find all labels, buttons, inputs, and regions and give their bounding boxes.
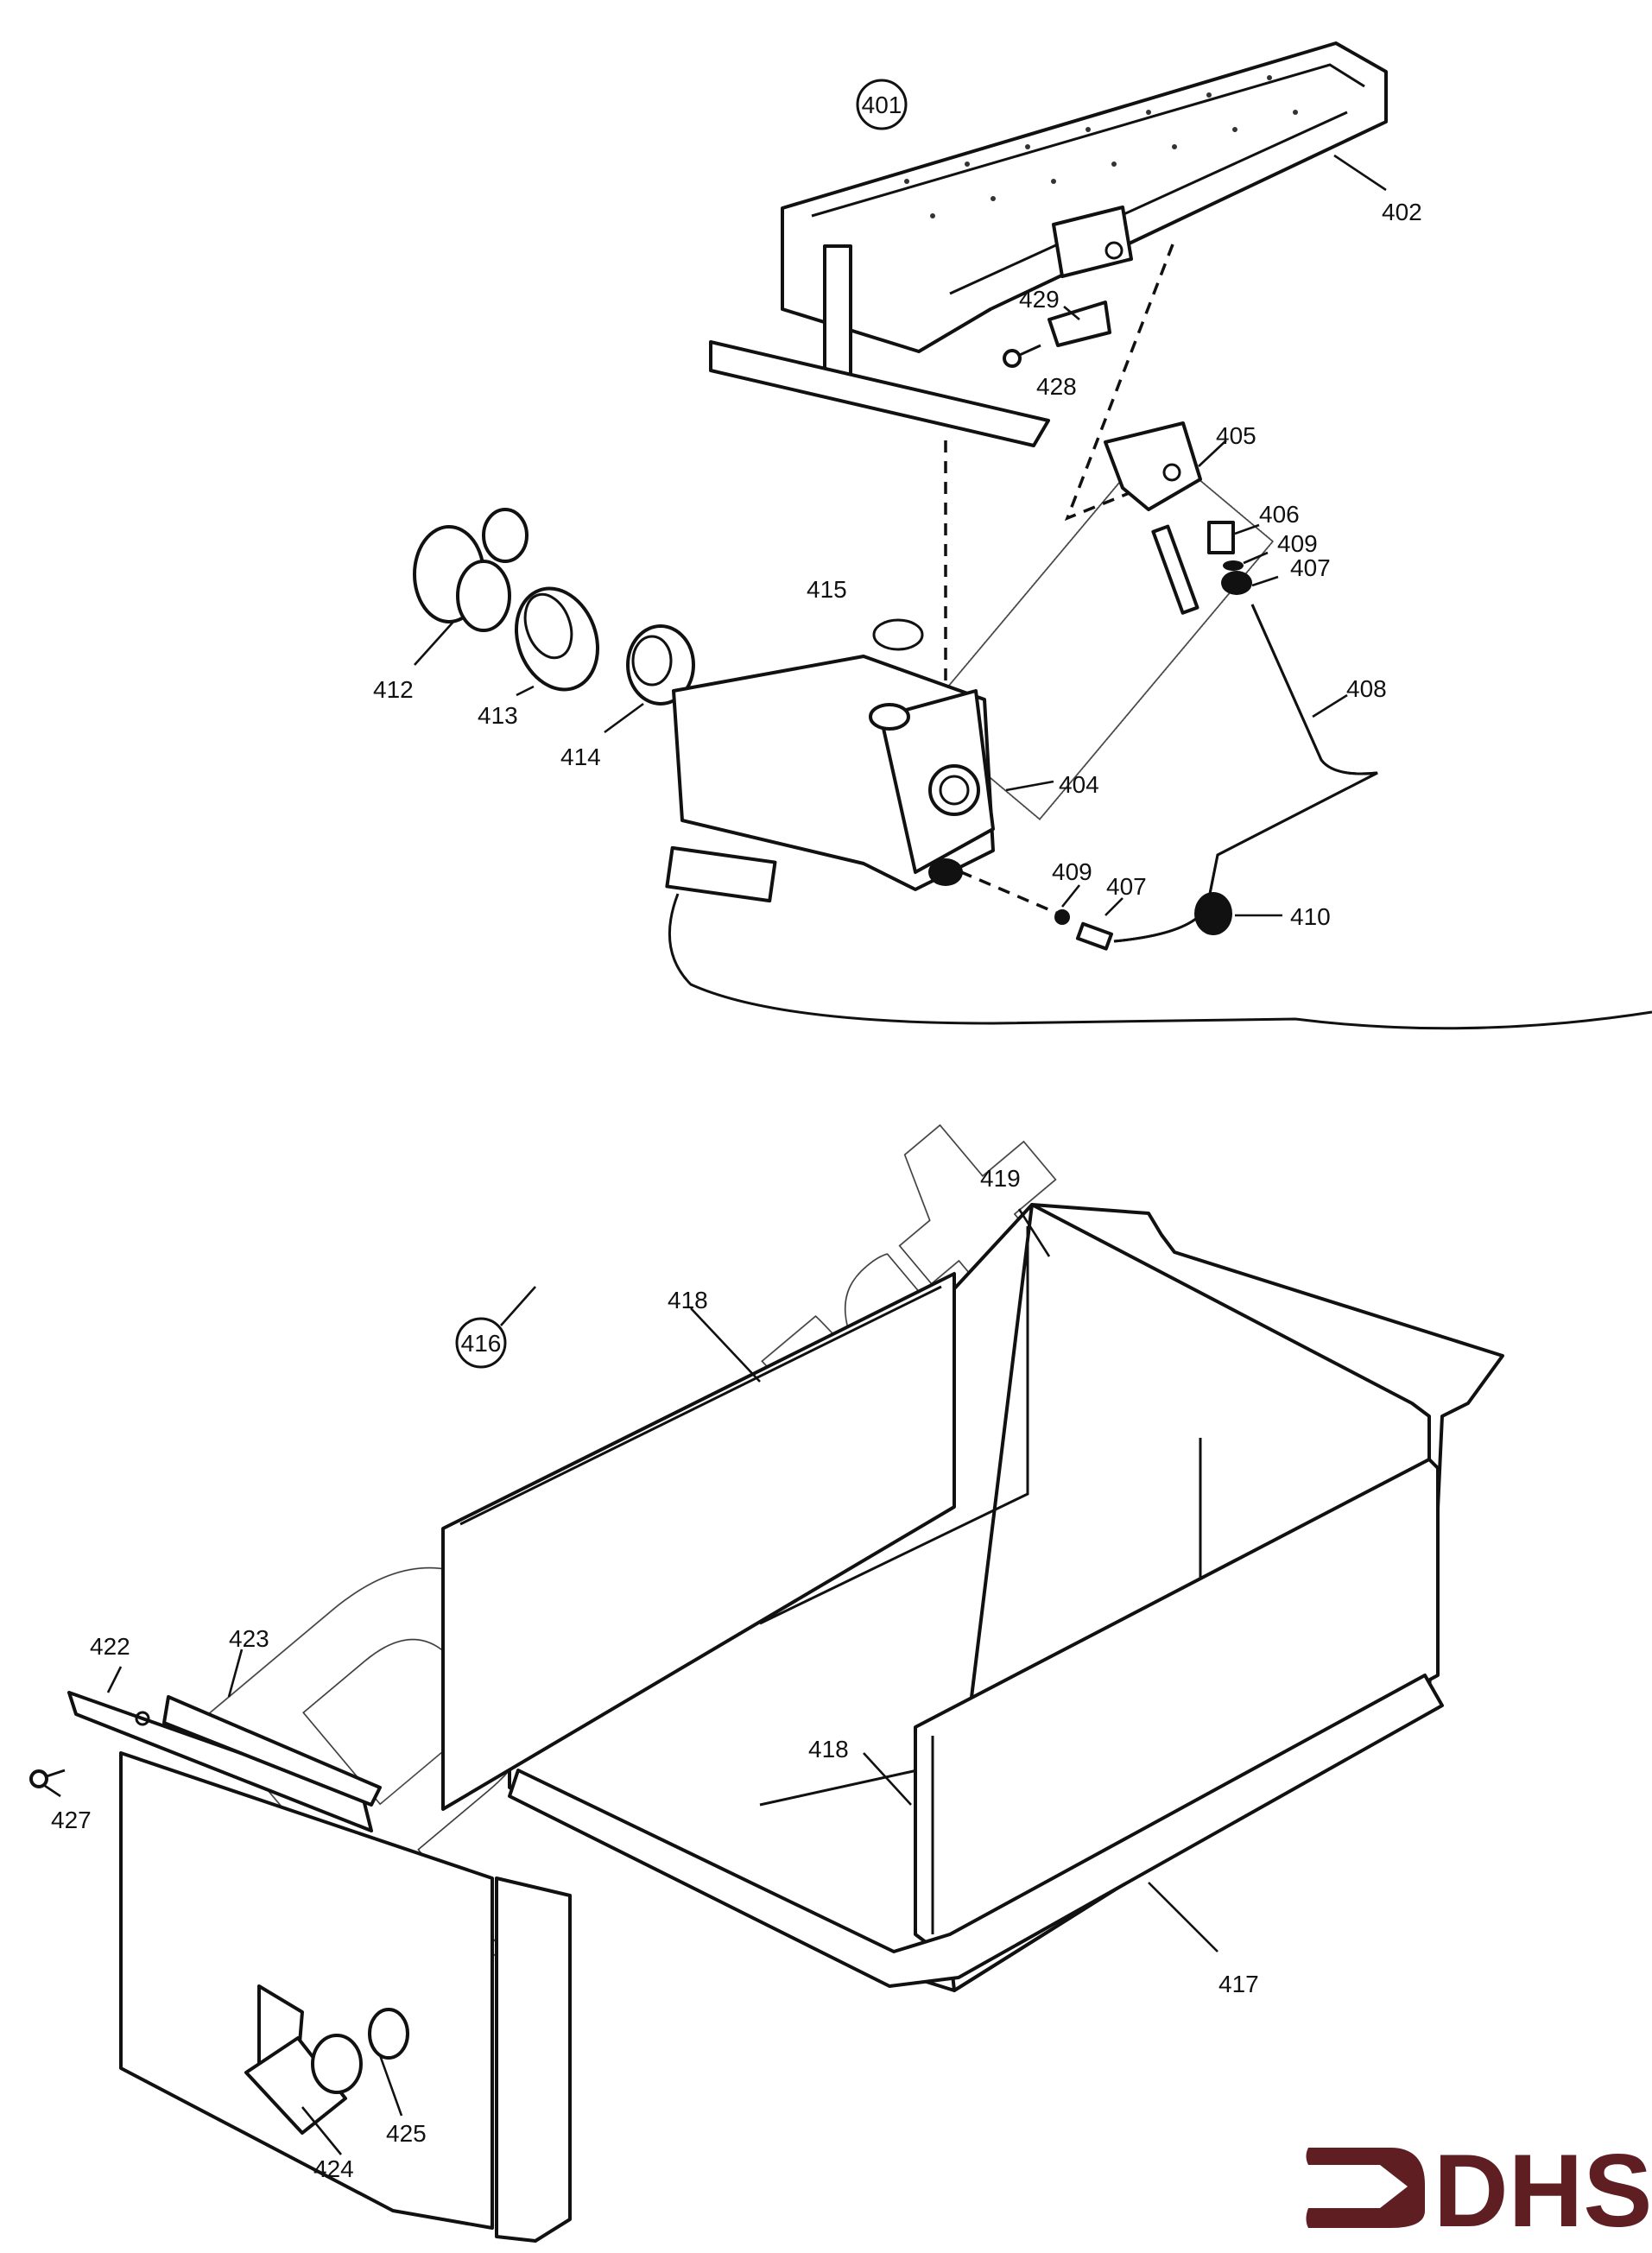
callout-402: 402 bbox=[1382, 199, 1422, 225]
callout-422: 422 bbox=[90, 1633, 130, 1660]
callout-408: 408 bbox=[1346, 675, 1387, 702]
callout-409b: 409 bbox=[1052, 858, 1092, 885]
callout-427: 427 bbox=[51, 1807, 92, 1833]
callout-418b: 418 bbox=[808, 1736, 849, 1763]
connector-plug bbox=[665, 845, 777, 903]
callout-417: 417 bbox=[1218, 1971, 1259, 1997]
callout-410: 410 bbox=[1290, 903, 1331, 930]
svg-text:DHS: DHS bbox=[1434, 2133, 1652, 2249]
callout-409: 409 bbox=[1277, 530, 1318, 557]
callout-407b: 407 bbox=[1106, 873, 1147, 900]
screw-427 bbox=[29, 1769, 66, 1788]
gas-valve-404 bbox=[672, 655, 995, 891]
callout-405: 405 bbox=[1216, 422, 1256, 449]
grommet-410 bbox=[1194, 892, 1232, 935]
nut-414 bbox=[626, 624, 695, 706]
callout-404: 404 bbox=[1059, 771, 1099, 798]
callout-418: 418 bbox=[668, 1287, 708, 1313]
callout-406: 406 bbox=[1259, 501, 1300, 528]
callout-412: 412 bbox=[373, 676, 414, 703]
callout-407: 407 bbox=[1290, 554, 1331, 581]
callout-419: 419 bbox=[980, 1165, 1021, 1192]
dhs-logo: DHS bbox=[1306, 2133, 1652, 2249]
callout-416: 416 bbox=[461, 1330, 502, 1357]
callout-414: 414 bbox=[560, 744, 601, 770]
burner-assembly bbox=[709, 41, 1388, 447]
callout-428: 428 bbox=[1036, 373, 1077, 400]
callout-429: 429 bbox=[1019, 286, 1060, 313]
callout-425: 425 bbox=[386, 2120, 427, 2147]
nut-406-409-407 bbox=[1207, 521, 1252, 595]
callout-401: 401 bbox=[862, 92, 902, 118]
callout-423: 423 bbox=[229, 1625, 269, 1652]
callout-424: 424 bbox=[313, 2155, 354, 2182]
o-ring-415 bbox=[872, 618, 924, 651]
combustion-chamber-box bbox=[441, 1203, 1504, 1992]
fitting-413 bbox=[514, 586, 600, 692]
cable bbox=[668, 893, 1652, 1030]
bracket-429 bbox=[1048, 301, 1111, 347]
callout-413: 413 bbox=[478, 702, 518, 729]
leader-lines bbox=[44, 154, 1387, 2155]
callout-415: 415 bbox=[807, 576, 847, 603]
thermocouple-tube-408 bbox=[1113, 604, 1378, 943]
front-panel-assembly bbox=[67, 1691, 572, 2243]
electrode-bracket-405 bbox=[1104, 421, 1202, 615]
callout-labels: 401 402 429 428 405 406 409 407 415 412 … bbox=[51, 79, 1422, 2182]
gas-cock-412 bbox=[413, 508, 529, 632]
screw-428 bbox=[1003, 344, 1041, 368]
